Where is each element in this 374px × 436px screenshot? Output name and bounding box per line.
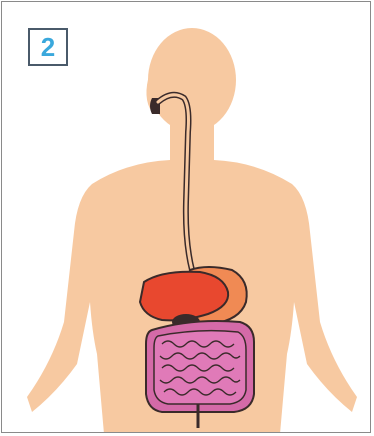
figure-number-box: 2	[28, 28, 68, 66]
figure-number: 2	[41, 34, 55, 60]
digestive-system-illustration	[2, 2, 371, 433]
